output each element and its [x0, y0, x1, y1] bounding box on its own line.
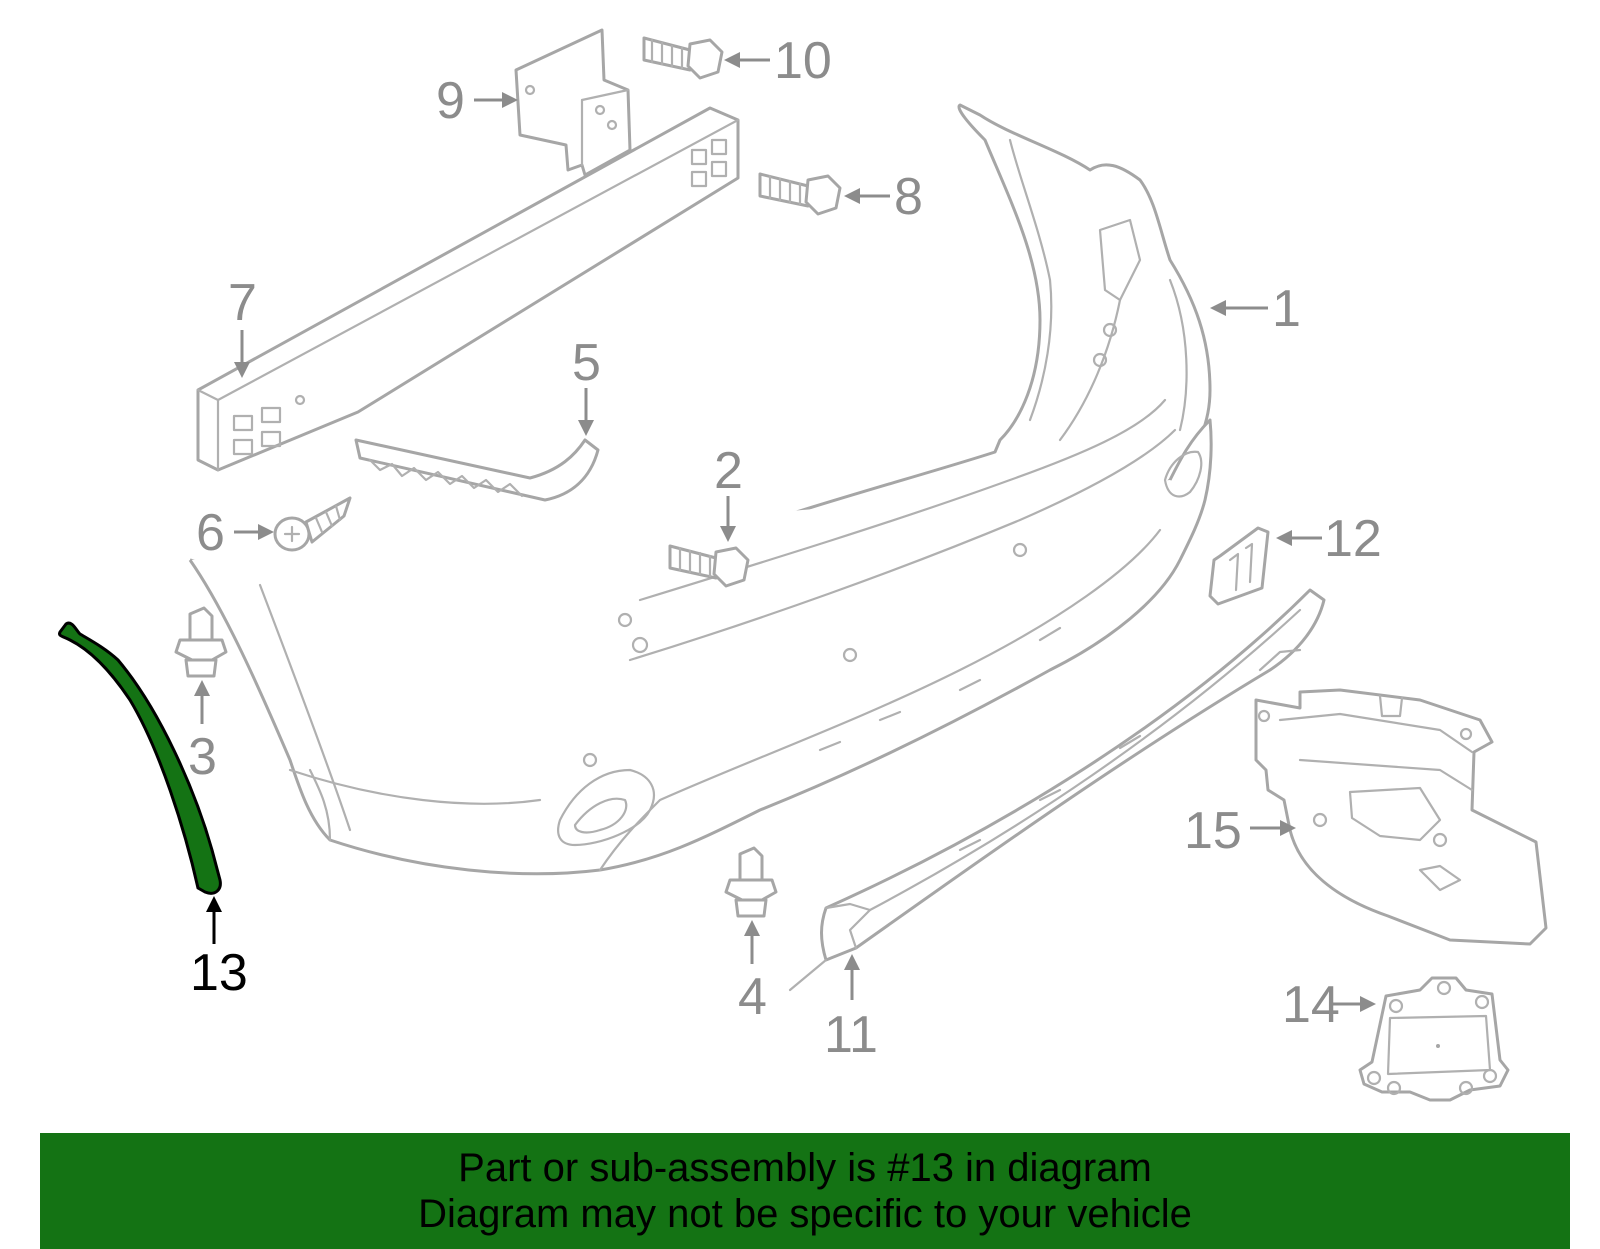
callout-13: 13 [190, 896, 248, 1002]
part-14-sensor-module[interactable] [1358, 976, 1510, 1102]
callout-12: 12 [1276, 510, 1382, 568]
callout-9: 9 [436, 72, 518, 130]
svg-text:8: 8 [894, 168, 923, 226]
callout-10: 10 [724, 32, 832, 90]
banner-line-part: Part or sub-assembly is #13 in diagram [458, 1146, 1152, 1190]
svg-text:1: 1 [1272, 280, 1301, 338]
svg-text:7: 7 [228, 274, 257, 332]
callout-11: 11 [824, 954, 878, 1064]
banner-line-disclaimer: Diagram may not be specific to your vehi… [418, 1192, 1192, 1236]
svg-text:14: 14 [1282, 976, 1340, 1034]
part-2-bolt[interactable] [668, 544, 750, 588]
part-15-bracket[interactable] [1254, 688, 1548, 946]
part-13-molding-highlighted[interactable] [58, 621, 222, 895]
part-9-bracket[interactable] [514, 28, 632, 177]
callout-6: 6 [196, 504, 274, 562]
callout-15: 15 [1184, 802, 1296, 860]
part-4-clip[interactable] [724, 846, 778, 918]
callout-7: 7 [228, 274, 257, 378]
svg-text:6: 6 [196, 504, 225, 562]
callout-8: 8 [844, 168, 923, 226]
callout-5: 5 [572, 334, 601, 436]
part-7-reinforcement-beam[interactable] [196, 106, 740, 472]
callout-1: 1 [1210, 280, 1301, 338]
svg-text:12: 12 [1324, 510, 1382, 568]
part-11-valance[interactable] [788, 588, 1326, 992]
svg-text:13: 13 [190, 944, 248, 1002]
svg-text:4: 4 [738, 968, 767, 1026]
part-5-absorber[interactable] [354, 438, 600, 502]
callout-4: 4 [738, 920, 767, 1026]
svg-text:9: 9 [436, 72, 465, 130]
callout-2: 2 [714, 442, 743, 542]
part-6-screw[interactable] [273, 496, 352, 552]
part-12-bracket[interactable] [1208, 526, 1270, 606]
svg-text:15: 15 [1184, 802, 1242, 860]
svg-text:2: 2 [714, 442, 743, 500]
callout-3: 3 [188, 680, 217, 786]
part-1-bumper-cover[interactable] [188, 103, 1213, 876]
callout-14: 14 [1282, 976, 1376, 1034]
info-banner: Part or sub-assembly is #13 in diagram D… [40, 1133, 1570, 1249]
svg-text:10: 10 [774, 32, 832, 90]
svg-text:11: 11 [824, 1006, 878, 1064]
part-3-clip[interactable] [174, 606, 228, 678]
svg-text:3: 3 [188, 728, 217, 786]
part-10-bolt[interactable] [642, 36, 724, 80]
svg-text:5: 5 [572, 334, 601, 392]
part-8-bolt[interactable] [758, 172, 842, 216]
